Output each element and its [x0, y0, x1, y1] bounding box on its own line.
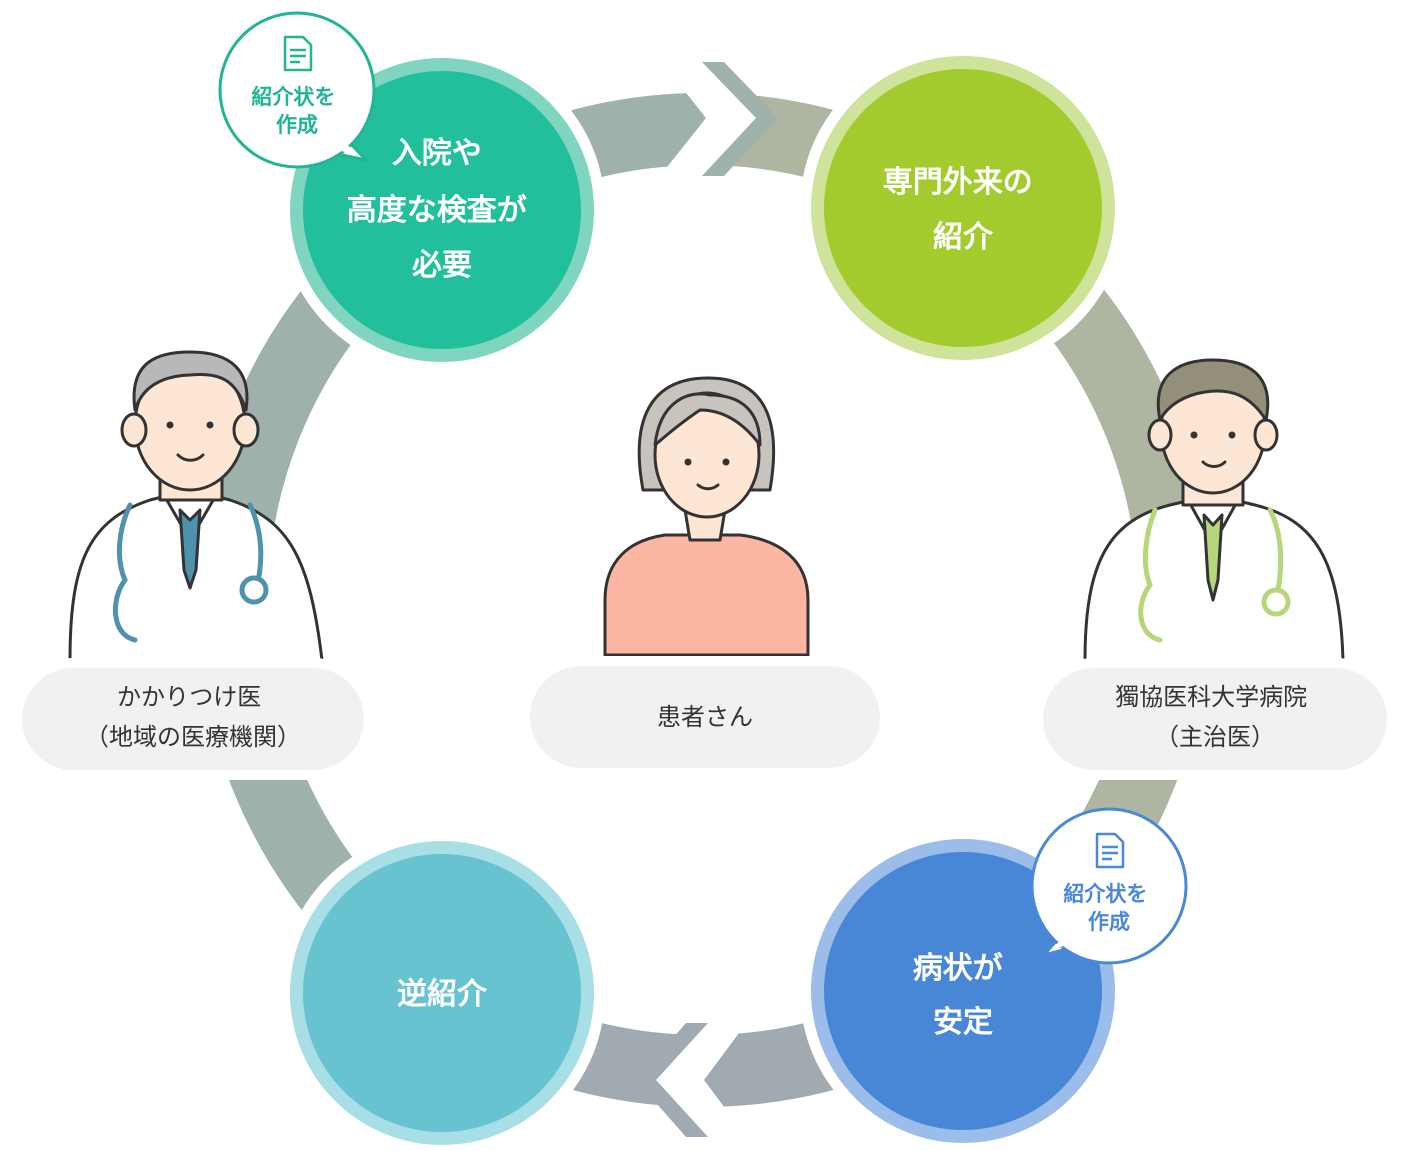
step-admission-line-2: 高度な検査が	[347, 193, 527, 228]
actor-label-hospital: 獨協医科大学病院 （主治医）	[1033, 658, 1397, 780]
svg-text:専門外来の 紹介: 専門外来の 紹介	[883, 165, 1043, 255]
family-doctor-line-2: （地域の医療機関）	[85, 723, 301, 751]
document-icon	[1095, 832, 1125, 869]
step-specialist: 専門外来の 紹介	[800, 45, 1126, 371]
bubble-referral-letter-top: 紹介状を 作成	[218, 11, 376, 169]
family-doctor-line-1: かかりつけ医	[117, 683, 261, 711]
bubble-top-line-1: 紹介状を	[251, 85, 335, 109]
step-back-referral-line-1: 逆紹介	[397, 977, 488, 1012]
svg-text:獨協医科大学病院 （主治医）: 獨協医科大学病院 （主治医）	[1115, 683, 1315, 751]
actor-label-family-doctor: かかりつけ医 （地域の医療機関）	[12, 658, 374, 780]
young-doctor-icon	[1083, 358, 1345, 662]
actor-label-patient: 患者さん	[520, 656, 890, 778]
arrow-left-chevron	[636, 1023, 708, 1137]
svg-text:かかりつけ医 （地域の医療機関）: かかりつけ医 （地域の医療機関）	[85, 683, 301, 751]
step-admission-line-3: 必要	[412, 248, 472, 283]
document-icon	[283, 35, 313, 72]
arrow-bottom-gap	[650, 1021, 748, 1139]
step-specialist-line-1: 専門外来の	[883, 165, 1033, 200]
step-back-referral: 逆紹介	[279, 830, 605, 1151]
svg-text:紹介状を 作成: 紹介状を 作成	[251, 85, 342, 137]
bubble-bottom-line-1: 紹介状を	[1063, 882, 1147, 906]
step-admission-line-1: 入院や	[392, 136, 482, 171]
hospital-line-1: 獨協医科大学病院	[1115, 683, 1307, 711]
arrow-right-chevron	[702, 62, 778, 176]
patient-icon	[603, 376, 810, 657]
svg-text:入院や 高度な検査が 必要: 入院や 高度な検査が 必要	[347, 136, 537, 283]
svg-text:逆紹介: 逆紹介	[397, 977, 488, 1012]
bubble-referral-letter-bottom: 紹介状を 作成	[1030, 807, 1188, 965]
bubble-bottom-line-2: 作成	[1088, 910, 1130, 934]
step-specialist-line-2: 紹介	[933, 220, 994, 255]
hospital-line-2: （主治医）	[1155, 723, 1275, 751]
step-stable-line-1: 病状が	[913, 951, 1003, 986]
step-stable-line-2: 安定	[933, 1005, 993, 1040]
bubble-top-line-2: 作成	[276, 113, 318, 137]
svg-text:患者さん: 患者さん	[657, 703, 753, 731]
svg-text:紹介状を 作成: 紹介状を 作成	[1063, 882, 1154, 934]
svg-text:病状が 安定: 病状が 安定	[913, 951, 1013, 1040]
elderly-doctor-icon	[68, 350, 324, 662]
patient-line-1: 患者さん	[657, 703, 753, 731]
